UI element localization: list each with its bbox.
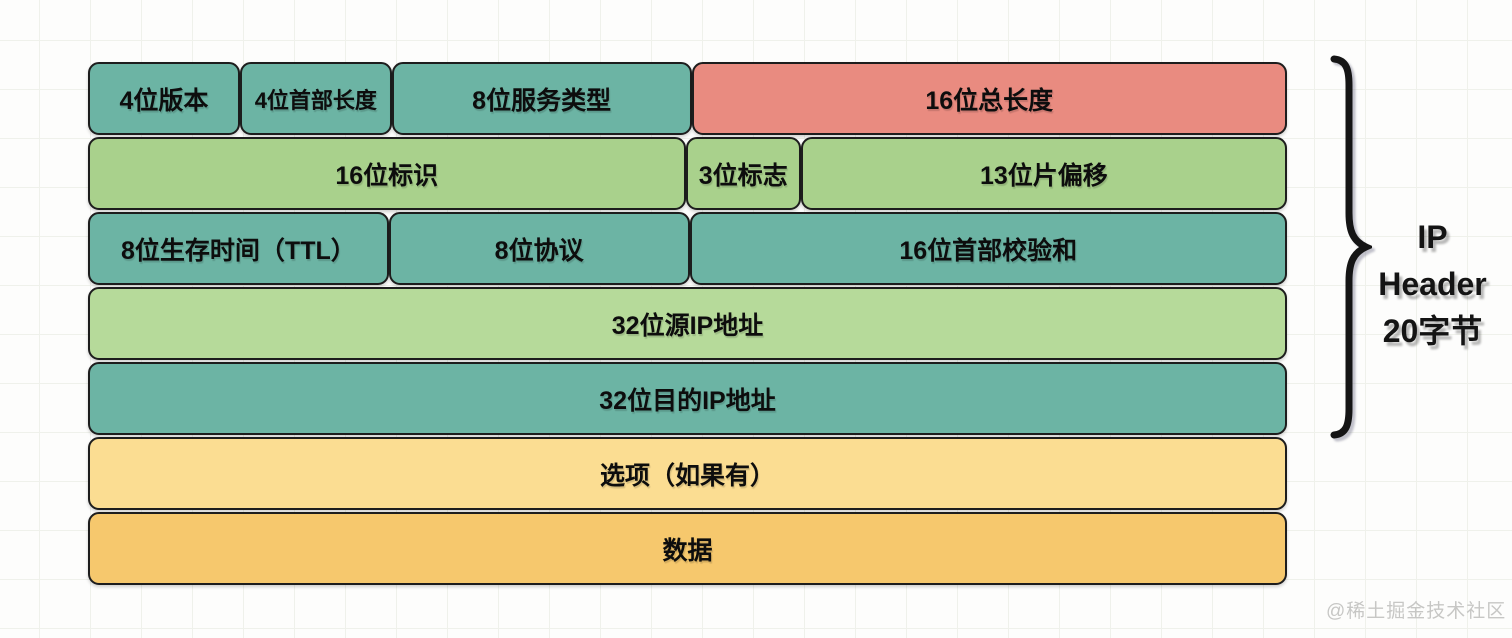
field-ttl: 8位生存时间（TTL） [88, 212, 389, 285]
brace-label-line: 20字节 [1382, 313, 1483, 349]
field-total-length: 16位总长度 [691, 62, 1287, 135]
field-data: 数据 [88, 512, 1287, 585]
ip-header-brace [1330, 55, 1372, 439]
brace-label-line: Header [1378, 266, 1487, 302]
field-destination-ip: 32位目的IP地址 [88, 362, 1287, 435]
watermark-text: @稀土掘金技术社区 [1326, 601, 1507, 622]
field-fragment-offset: 13位片偏移 [800, 137, 1287, 210]
field-version: 4位版本 [88, 62, 240, 135]
diagram-row: 数据 [88, 512, 1287, 585]
field-header-length: 4位首部长度 [239, 62, 392, 135]
field-identification: 16位标识 [88, 137, 686, 210]
field-service-type: 8位服务类型 [391, 62, 692, 135]
field-header-checksum: 16位首部校验和 [689, 212, 1287, 285]
field-protocol: 8位协议 [388, 212, 690, 285]
field-options: 选项（如果有） [88, 437, 1287, 510]
field-flags: 3位标志 [685, 137, 801, 210]
field-source-ip: 32位源IP地址 [88, 287, 1287, 360]
diagram-row: 选项（如果有） [88, 437, 1287, 510]
diagram-row: 32位源IP地址 [88, 287, 1287, 360]
ip-header-brace-label: IP Header 20字节 [1360, 214, 1505, 355]
brace-label-line: IP [1417, 219, 1448, 255]
diagram-row: 32位目的IP地址 [88, 362, 1287, 435]
